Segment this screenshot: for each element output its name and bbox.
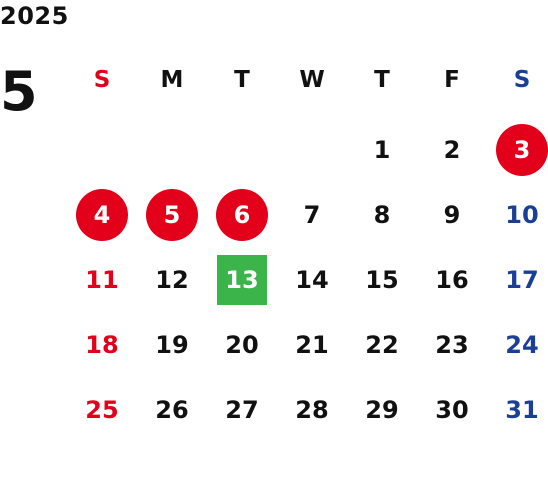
day-number: 18 [85, 331, 119, 359]
day-cell[interactable]: 23 [417, 319, 487, 371]
day-number: 4 [76, 189, 128, 241]
day-cell[interactable]: 31 [487, 384, 548, 436]
day-cell[interactable]: 15 [347, 254, 417, 306]
weekday-header: M [160, 67, 184, 93]
weekday-header: W [299, 67, 325, 93]
weekday-header: T [374, 67, 390, 93]
weekday-header: S [93, 67, 111, 93]
day-number: 7 [303, 201, 321, 229]
day-number: 15 [365, 266, 399, 294]
day-cell[interactable]: 20 [207, 319, 277, 371]
day-cell[interactable]: 1 [347, 124, 417, 176]
day-cell-holiday[interactable]: 5 [137, 189, 207, 241]
day-cell[interactable]: 12 [137, 254, 207, 306]
day-cell[interactable]: 22 [347, 319, 417, 371]
day-cell[interactable]: 16 [417, 254, 487, 306]
day-number: 14 [295, 266, 329, 294]
day-number: 24 [505, 331, 539, 359]
day-cell[interactable]: 18 [67, 319, 137, 371]
day-cell[interactable]: 19 [137, 319, 207, 371]
day-cell[interactable]: 27 [207, 384, 277, 436]
day-number: 30 [435, 396, 469, 424]
day-cell[interactable]: 9 [417, 189, 487, 241]
day-number: 3 [496, 124, 548, 176]
day-number: 10 [505, 201, 539, 229]
day-number: 26 [155, 396, 189, 424]
day-cell[interactable]: 24 [487, 319, 548, 371]
day-number: 29 [365, 396, 399, 424]
day-cell[interactable]: 8 [347, 189, 417, 241]
day-number: 12 [155, 266, 189, 294]
day-cell-holiday[interactable]: 4 [67, 189, 137, 241]
day-cell[interactable]: 21 [277, 319, 347, 371]
day-cell-holiday[interactable]: 6 [207, 189, 277, 241]
day-number: 6 [216, 189, 268, 241]
weekday-header: F [444, 67, 460, 93]
day-number: 23 [435, 331, 469, 359]
day-cell[interactable]: 28 [277, 384, 347, 436]
day-number: 2 [443, 136, 461, 164]
day-cell[interactable]: 29 [347, 384, 417, 436]
day-number: 31 [505, 396, 539, 424]
day-cell[interactable]: 26 [137, 384, 207, 436]
day-number: 22 [365, 331, 399, 359]
day-number: 8 [373, 201, 391, 229]
day-number: 17 [505, 266, 539, 294]
day-number: 27 [225, 396, 259, 424]
day-number: 19 [155, 331, 189, 359]
day-number: 28 [295, 396, 329, 424]
day-cell[interactable]: 14 [277, 254, 347, 306]
weekday-header: T [234, 67, 250, 93]
day-number: 20 [225, 331, 259, 359]
day-cell[interactable]: 2 [417, 124, 487, 176]
day-number: 13 [217, 255, 267, 305]
day-cell-holiday[interactable]: 3 [487, 124, 548, 176]
day-cell[interactable]: 7 [277, 189, 347, 241]
day-number: 21 [295, 331, 329, 359]
day-number: 25 [85, 396, 119, 424]
day-cell[interactable]: 11 [67, 254, 137, 306]
day-number: 11 [85, 266, 119, 294]
day-cell[interactable]: 17 [487, 254, 548, 306]
day-cell[interactable]: 25 [67, 384, 137, 436]
day-cell[interactable]: 10 [487, 189, 548, 241]
day-number: 9 [443, 201, 461, 229]
weekday-header: S [513, 67, 531, 93]
day-number: 16 [435, 266, 469, 294]
day-number: 5 [146, 189, 198, 241]
year-label: 2025 [0, 2, 69, 30]
month-number: 5 [0, 60, 38, 123]
day-cell[interactable]: 30 [417, 384, 487, 436]
day-cell-today[interactable]: 13 [207, 254, 277, 306]
day-number: 1 [373, 136, 391, 164]
